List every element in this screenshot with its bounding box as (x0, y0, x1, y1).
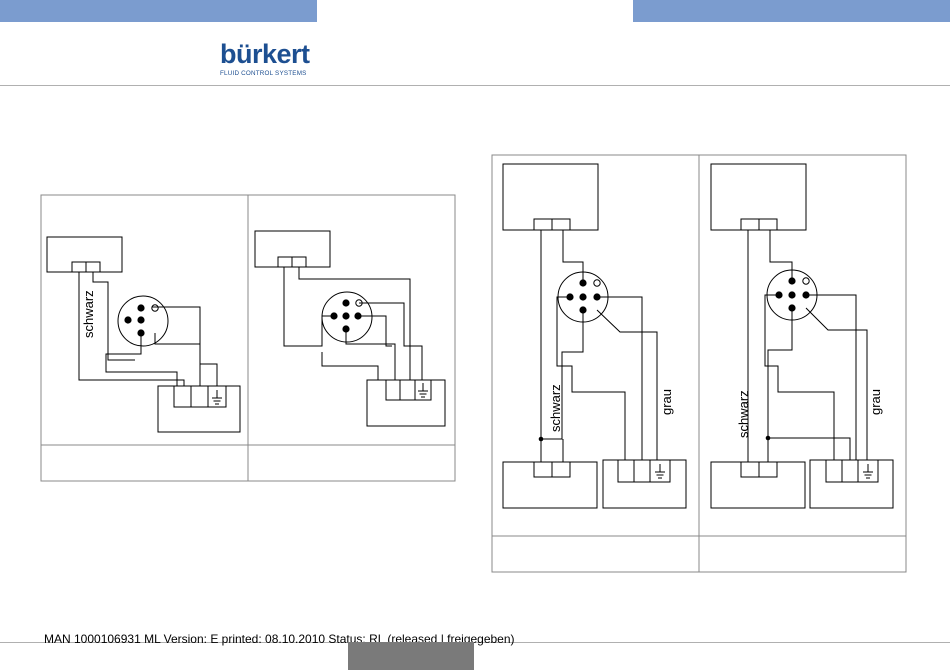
terminal-box (158, 386, 240, 432)
panel-1-wiring (503, 164, 686, 508)
wiring-table-left: schwarz (41, 195, 455, 481)
right-cell-wiring (255, 231, 445, 426)
ground-icon (212, 390, 222, 404)
pin-open (803, 278, 809, 284)
ground-icon (655, 464, 665, 478)
terminal-box (367, 380, 445, 426)
wire-label-schwarz: schwarz (736, 390, 751, 438)
device-box (503, 164, 598, 230)
terminal-block (826, 460, 878, 482)
device-box (711, 462, 805, 508)
device-box (47, 237, 122, 272)
terminal-box (810, 460, 893, 508)
wiring-table-right: schwarz grau (492, 155, 906, 572)
pin-open (594, 280, 600, 286)
wire-label-grau: grau (659, 389, 674, 415)
ground-icon (863, 464, 873, 478)
ground-icon (418, 383, 428, 397)
connector-pins (124, 304, 144, 336)
terminal-box (603, 460, 686, 508)
connector-pins (775, 277, 809, 311)
connector-pins (330, 299, 361, 332)
footer-tab (348, 642, 474, 670)
left-cell-wiring (47, 237, 240, 432)
junction-dot (539, 437, 544, 442)
junction-dot (766, 436, 771, 441)
device-box (503, 462, 597, 508)
terminal-block (618, 460, 670, 482)
connector-pins (566, 279, 600, 313)
wire-label-schwarz: schwarz (81, 290, 96, 338)
pin-open (152, 305, 158, 311)
wire-label-grau: grau (868, 389, 883, 415)
panel-2-wiring (711, 164, 893, 508)
wire-label-schwarz: schwarz (548, 384, 563, 432)
